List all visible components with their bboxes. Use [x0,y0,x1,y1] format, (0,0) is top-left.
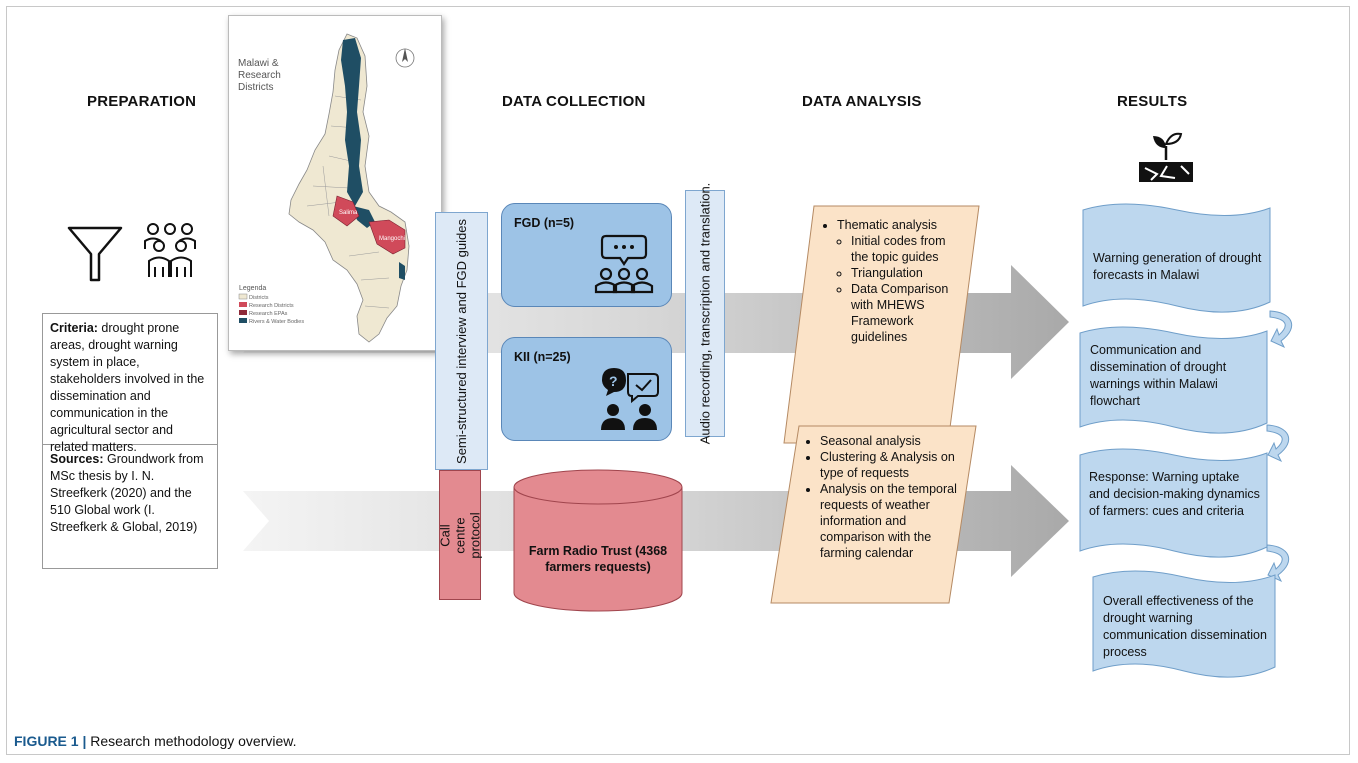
thematic-sub-2: Triangulation [851,265,959,281]
thematic-analysis-text: Thematic analysis Initial codes from the… [819,217,959,345]
result-3: Response: Warning uptake and decision-ma… [1089,470,1260,518]
audio-box: Audio recording, transcription and trans… [685,183,725,444]
frt-label: Farm Radio Trust (4368 farmers requests) [528,544,668,574]
analysis-item-1: Seasonal analysis [820,433,962,449]
kii-label: KII (n=25) [514,350,571,364]
request-analysis-shape [770,425,977,604]
guides-box: Semi-structured interview and FGD guides [435,212,488,470]
result-1: Warning generation of drought forecasts … [1093,251,1262,282]
request-analysis-text: Seasonal analysis Clustering & Analysis … [802,433,962,561]
header-data-collection: DATA COLLECTION [502,93,646,110]
research-district-lake [341,38,363,206]
people-group-icon [144,223,196,277]
fgd-label: FGD (n=5) [514,216,575,230]
map-legend: Legenda Districts Research Districts Res… [238,285,304,325]
north-arrow-icon [395,48,415,68]
thematic-sub-1: Initial codes from the topic guides [851,233,959,265]
research-district-salima [332,195,360,227]
sources-section: Sources: Groundwork from MSc thesis by I… [43,445,217,542]
analysis-item-2: Clustering & Analysis on type of request… [820,449,962,481]
thematic-analysis-main: Thematic analysis [837,217,959,233]
research-district-mangochi [368,219,406,255]
criteria-sources-box: Criteria: drought prone areas, drought w… [42,313,218,569]
malawi-map: Malawi & Research Districts Salima [228,15,442,351]
interview-icon: ? [601,368,659,430]
svg-text:Legenda: Legenda [239,285,266,292]
svg-text:Research Districts: Research Districts [249,303,294,309]
figure-frame: PREPARATION DATA COLLECTION DATA ANALYSI… [6,6,1350,755]
sources-text: Groundwork from MSc thesis by I. N. Stre… [50,452,204,534]
guides-label: Semi-structured interview and FGD guides [454,218,469,464]
caption-label: FIGURE 1 | [14,733,87,749]
criteria-text: drought prone areas, drought warning sys… [50,321,205,454]
svg-text:Districts: Districts [249,295,269,301]
header-results: RESULTS [1117,93,1188,110]
svg-text:?: ? [609,373,618,389]
svg-text:Rivers & Water Bodies: Rivers & Water Bodies [249,319,304,325]
header-data-analysis: DATA ANALYSIS [802,93,922,110]
sources-label: Sources: [50,452,104,466]
result-box-2-shape [1079,326,1268,434]
result-box-1-shape [1082,203,1271,313]
result-box-3-shape [1079,448,1268,558]
curve-arrow-3 [1266,544,1290,583]
fgd-box: FGD (n=5) [501,203,672,307]
call-centre-box: Call centre protocol [437,470,483,600]
map-label-mangochi: Mangochi [379,236,405,242]
group-discussion-icon [594,234,654,294]
result-2: Communication and dissemination of droug… [1090,343,1227,408]
funnel-icon [67,226,123,282]
criteria-section: Criteria: drought prone areas, drought w… [43,314,217,454]
map-label-salima: Salima [339,210,358,216]
result-box-4-shape [1092,570,1276,678]
audio-label: Audio recording, transcription and trans… [697,182,713,445]
criteria-label: Criteria: [50,321,98,335]
call-centre-label: Call centre protocol [437,511,483,559]
plant-growth-icon [1139,132,1193,182]
svg-text:Research EPAs: Research EPAs [249,311,288,317]
curve-arrow-2 [1266,424,1290,463]
header-preparation: PREPARATION [87,93,197,110]
curve-arrow-1 [1269,310,1293,349]
caption-text: Research methodology overview. [90,733,297,749]
farm-radio-trust-cylinder [513,469,683,612]
thematic-sub-3: Data Comparison with MHEWS Framework gui… [851,281,959,345]
figure-caption: FIGURE 1 | Research methodology overview… [14,733,297,749]
analysis-item-3: Analysis on the temporal requests of wea… [820,481,962,561]
kii-box: KII (n=25) ? [501,337,672,441]
result-4: Overall effectiveness of the drought war… [1103,594,1267,659]
map-title: Malawi & Research Districts [238,58,281,93]
